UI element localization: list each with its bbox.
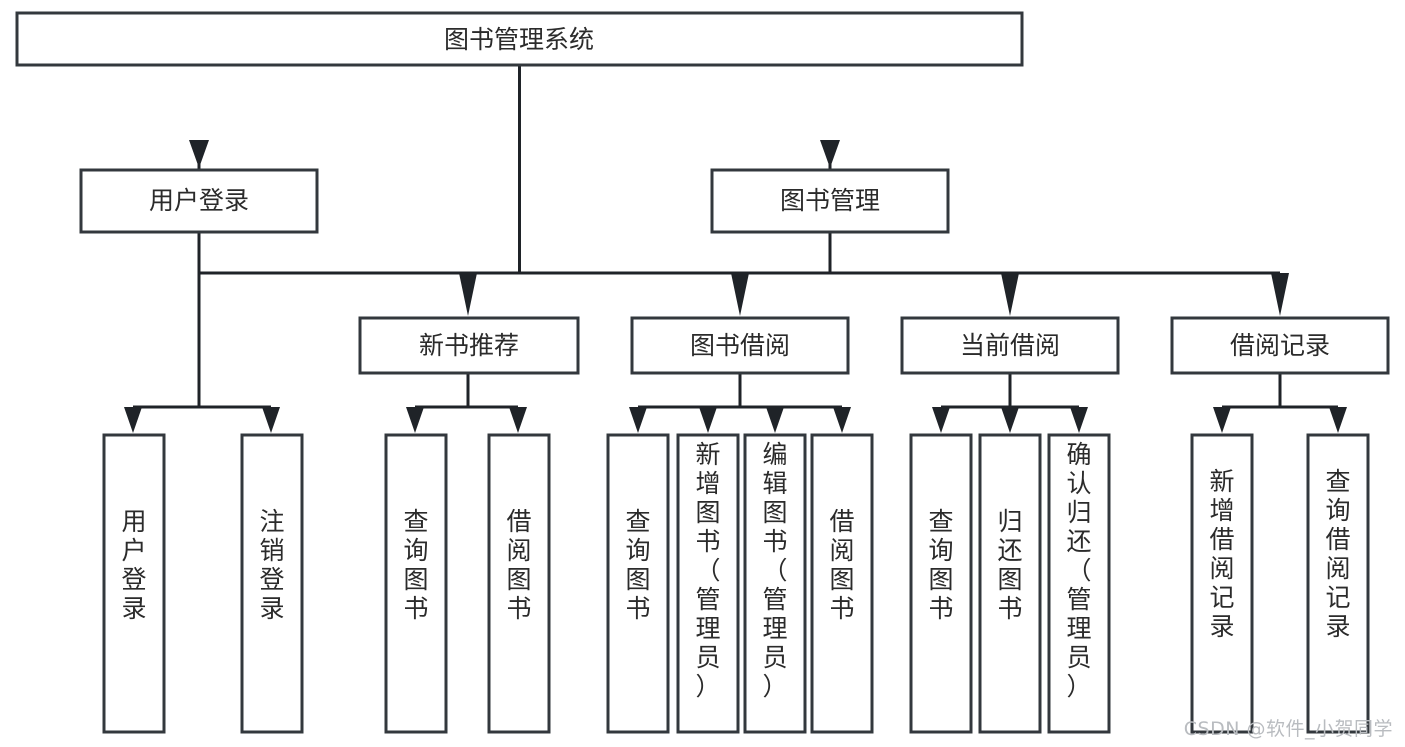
node-leaf-query-book-2[interactable]: 查询图书: [606, 433, 670, 734]
arrow-head-leaf-query-book-1: [406, 407, 424, 433]
connector-group-new-book-recommend: [406, 373, 527, 433]
arrow-head-leaf-add-record: [1213, 407, 1231, 433]
node-root-label: 图书管理系统: [444, 25, 594, 54]
connector-group-book-borrow: [629, 373, 851, 433]
arrow-head-leaf-user-login: [124, 407, 142, 433]
node-leaf-edit-book[interactable]: 编辑图书（管理员）: [743, 433, 807, 734]
connector-group-book-manage: [459, 232, 1289, 316]
node-leaf-query-book-1[interactable]: 查询图书: [384, 433, 448, 734]
arrow-head-leaf-query-book-3: [932, 407, 950, 433]
node-root[interactable]: 图书管理系统: [15, 11, 1024, 67]
node-leaf-query-book-1-box[interactable]: [384, 433, 448, 734]
node-leaf-query-book-3-label: 查询图书: [928, 507, 953, 623]
arrow-head-leaf-query-record: [1329, 407, 1347, 433]
node-leaf-add-book-label: 新增图书（管理员）: [695, 440, 720, 701]
connector-group-current-borrow: [932, 373, 1088, 433]
node-book-manage[interactable]: 图书管理: [710, 168, 950, 234]
arrow-head-leaf-return-book: [1001, 407, 1019, 433]
node-leaf-user-login[interactable]: 用户登录: [102, 433, 166, 734]
node-leaf-query-book-2-box[interactable]: [606, 433, 670, 734]
node-leaf-query-book-1-label: 查询图书: [403, 507, 428, 623]
node-root-box[interactable]: [15, 11, 1024, 67]
node-leaf-borrow-book-1-box[interactable]: [487, 433, 551, 734]
arrow-head-leaf-user-logout: [262, 407, 280, 433]
arrow-head-leaf-borrow-book-2: [833, 407, 851, 433]
connector-group-level2-arrows: [189, 140, 840, 168]
node-leaf-edit-book-label: 编辑图书（管理员）: [762, 440, 787, 701]
node-leaf-user-logout-box[interactable]: [240, 433, 304, 734]
node-user-login-box[interactable]: [79, 168, 319, 234]
node-leaf-add-book[interactable]: 新增图书（管理员）: [676, 433, 740, 734]
node-new-book-recommend-box[interactable]: [358, 316, 580, 375]
node-leaf-borrow-book-1-label: 借阅图书: [506, 507, 531, 623]
node-leaf-query-book-2-label: 查询图书: [625, 507, 650, 623]
node-leaf-add-record-box[interactable]: [1190, 433, 1254, 734]
node-leaf-user-logout-label: 注销登录: [259, 507, 284, 623]
node-leaf-return-book[interactable]: 归还图书: [978, 433, 1042, 734]
node-borrow-record-label: 借阅记录: [1230, 331, 1330, 360]
node-leaf-add-book-box[interactable]: [676, 433, 740, 734]
node-leaf-query-book-3-box[interactable]: [909, 433, 973, 734]
node-user-login[interactable]: 用户登录: [79, 168, 319, 234]
node-user-login-label: 用户登录: [149, 186, 249, 215]
node-leaf-query-book-3[interactable]: 查询图书: [909, 433, 973, 734]
node-borrow-record-box[interactable]: [1170, 316, 1390, 375]
node-leaf-borrow-book-2-box[interactable]: [810, 433, 874, 734]
node-leaf-add-record[interactable]: 新增借阅记录: [1190, 433, 1254, 734]
node-book-borrow[interactable]: 图书借阅: [630, 316, 850, 375]
node-new-book-recommend[interactable]: 新书推荐: [358, 316, 580, 375]
arrow-head-user-login: [189, 140, 209, 168]
node-book-manage-box[interactable]: [710, 168, 950, 234]
connector-group-borrow-record: [1213, 373, 1347, 433]
arrow-head-leaf-borrow-book-1: [509, 407, 527, 433]
node-leaf-confirm-return-box[interactable]: [1047, 433, 1111, 734]
connector-group-user-login: [124, 232, 280, 433]
node-current-borrow-box[interactable]: [900, 316, 1120, 375]
node-leaf-edit-book-box[interactable]: [743, 433, 807, 734]
node-borrow-record[interactable]: 借阅记录: [1170, 316, 1390, 375]
node-leaf-query-record-box[interactable]: [1306, 433, 1370, 734]
arrow-head-leaf-edit-book: [766, 407, 784, 433]
node-leaf-add-record-label: 新增借阅记录: [1209, 467, 1234, 641]
node-leaf-return-book-label: 归还图书: [997, 507, 1022, 623]
node-book-borrow-box[interactable]: [630, 316, 850, 375]
arrow-head-leaf-add-book: [699, 407, 717, 433]
node-leaf-query-record[interactable]: 查询借阅记录: [1306, 433, 1370, 734]
arrow-head-leaf-query-book-2: [629, 407, 647, 433]
node-current-borrow[interactable]: 当前借阅: [900, 316, 1120, 375]
node-leaf-user-login-box[interactable]: [102, 433, 166, 734]
node-leaf-borrow-book-1[interactable]: 借阅图书: [487, 433, 551, 734]
node-leaf-confirm-return[interactable]: 确认归还（管理员）: [1047, 433, 1111, 734]
node-leaf-user-login-label: 用户登录: [121, 507, 146, 623]
node-leaf-borrow-book-2-label: 借阅图书: [829, 507, 854, 623]
node-leaf-confirm-return-label: 确认归还（管理员）: [1066, 440, 1091, 701]
node-book-manage-label: 图书管理: [780, 186, 880, 215]
node-leaf-query-record-label: 查询借阅记录: [1325, 467, 1350, 641]
node-leaf-borrow-book-2[interactable]: 借阅图书: [810, 433, 874, 734]
node-leaf-user-logout[interactable]: 注销登录: [240, 433, 304, 734]
node-new-book-recommend-label: 新书推荐: [419, 331, 519, 360]
node-leaf-return-book-box[interactable]: [978, 433, 1042, 734]
arrow-head-book-manage: [820, 140, 840, 168]
node-current-borrow-label: 当前借阅: [960, 331, 1060, 360]
arrow-head-leaf-confirm-return: [1070, 407, 1088, 433]
node-book-borrow-label: 图书借阅: [690, 331, 790, 360]
